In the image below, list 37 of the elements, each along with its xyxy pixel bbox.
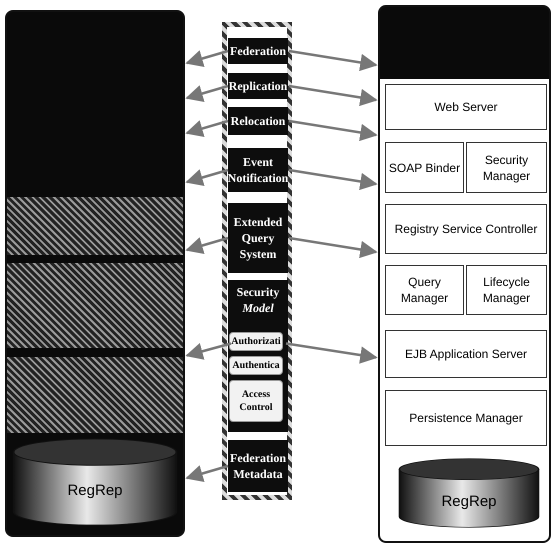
- feature-box: Replication: [228, 73, 288, 99]
- arrow: [288, 50, 378, 72]
- feature-box: Event Notification: [228, 148, 288, 192]
- arrow: [185, 84, 228, 102]
- component-box: Security Manager: [466, 142, 547, 193]
- arrow: [288, 84, 378, 106]
- component-box: Query Manager: [385, 265, 464, 315]
- component-box: Web Server: [385, 84, 547, 130]
- hatched-band: [7, 357, 183, 433]
- feature-box: Extended Query System: [228, 203, 288, 273]
- component-box: EJB Application Server: [385, 330, 547, 378]
- group-box: [228, 280, 288, 432]
- arrow: [185, 342, 232, 360]
- arrow: [185, 236, 228, 254]
- component-box: SOAP Binder: [385, 142, 464, 193]
- feature-box: Authorizati: [229, 332, 283, 351]
- component-box: Lifecycle Manager: [466, 265, 547, 315]
- arrow: [288, 168, 378, 190]
- component-box: Persistence Manager: [385, 390, 547, 446]
- group-heading: Security Model: [236, 284, 280, 316]
- feature-box: Federation Metadata: [228, 440, 288, 492]
- feature-box: Authentica: [229, 356, 283, 375]
- hatched-band: [7, 197, 183, 255]
- arrow: [288, 120, 378, 142]
- panel: [378, 5, 551, 543]
- arrow: [185, 120, 228, 137]
- arrow: [286, 342, 378, 364]
- feature-box: Access Control: [229, 380, 283, 422]
- panel: [5, 10, 185, 537]
- feature-box: Federation: [228, 38, 288, 64]
- hatched-band: [7, 263, 183, 348]
- arrow: [185, 464, 228, 482]
- feature-box: Relocation: [228, 107, 288, 135]
- arrow: [185, 50, 228, 67]
- component-box: Registry Service Controller: [385, 204, 547, 254]
- arrow: [185, 168, 228, 186]
- arrow: [288, 236, 378, 258]
